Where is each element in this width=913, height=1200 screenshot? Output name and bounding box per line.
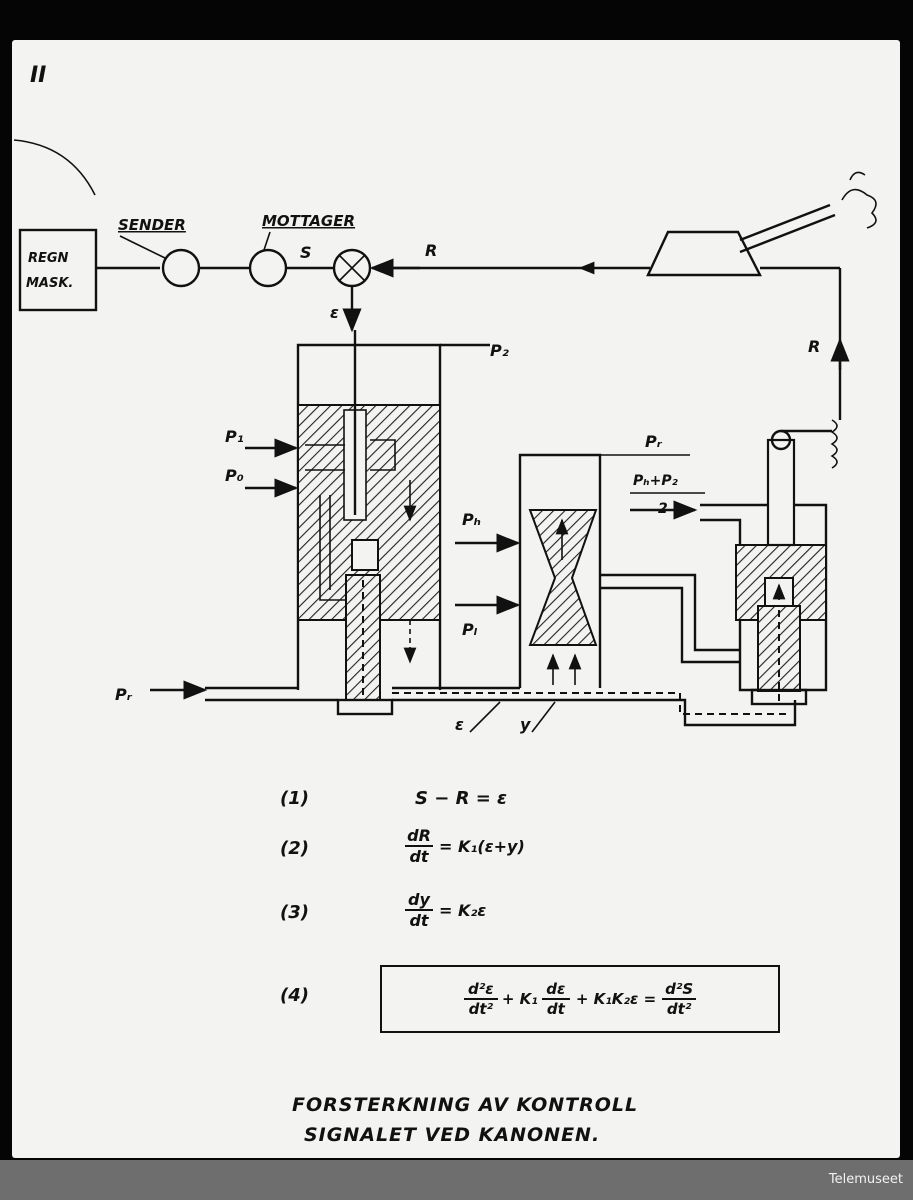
sender-leader [119, 235, 166, 259]
eq2-number: (2) [280, 838, 309, 859]
return-dash [392, 692, 790, 715]
computer-label-2: MASK. [26, 276, 73, 291]
sender-label: SENDER [118, 216, 186, 234]
muzzle-smoke [841, 171, 877, 229]
label-ph: Pₕ [462, 510, 481, 529]
receiver-circle [248, 248, 288, 288]
eq1-text: S − R = ε [415, 788, 508, 809]
piston-rod [766, 438, 796, 547]
caption: FORSTERKNING AV KONTROLL SIGNALET VED KA… [292, 1090, 792, 1150]
eq4-t3-den: dt² [666, 1000, 692, 1018]
bottom-bar [0, 1160, 913, 1200]
comparator-cross-2 [338, 254, 366, 282]
label-eps-bottom: ε [455, 715, 464, 734]
eq4-box: d²ε dt² + K₁ dε dt + K₁K₂ε = d²S dt² [380, 965, 780, 1033]
caption-line-2: SIGNALET VED KANONEN. [304, 1124, 601, 1146]
y-leader [531, 701, 556, 733]
eq2-frac-num: dR [407, 826, 431, 845]
eq4-plus2: + K₁K₂ε = [575, 990, 657, 1008]
receiver-label: MOTTAGER [262, 212, 355, 230]
gun-barrel [739, 203, 836, 254]
signal-r-right: R [808, 337, 820, 356]
caption-line-1: FORSTERKNING AV KONTROLL [292, 1094, 639, 1116]
supply-line [205, 686, 338, 702]
eq2-rest: = K₁(ε+y) [439, 836, 525, 856]
gun-turret [646, 230, 762, 277]
sender-circle [161, 248, 201, 288]
column-base [336, 698, 394, 716]
signal-s: S [300, 243, 312, 262]
computer-label-1: REGN [28, 251, 69, 266]
label-p0: P₀ [225, 466, 244, 485]
eq1-number: (1) [280, 788, 309, 809]
computer-box [18, 228, 98, 312]
receiver-leader [263, 231, 271, 251]
eq4-t1-den: dt² [468, 1000, 494, 1018]
eq4-t1-num: d²ε [468, 980, 494, 998]
label-pl: Pₗ [462, 620, 478, 639]
eq3-number: (3) [280, 902, 309, 923]
eq4-number: (4) [280, 985, 309, 1006]
valve-passages [305, 439, 396, 601]
eq3-rest: = K₂ε [439, 900, 487, 920]
pilot-port [351, 539, 379, 571]
cyl-base [750, 688, 808, 706]
eq4-plus1: + K₁ [501, 990, 538, 1008]
eq3-frac-num: dy [408, 890, 430, 909]
label-pr-left: Pᵣ [115, 685, 133, 704]
label-ph-pl-num: Pₕ+P₂ [633, 473, 679, 489]
pickoff-coil [830, 419, 838, 469]
eq3-frac-den: dt [409, 911, 429, 930]
mid-valve-housing [518, 453, 602, 688]
eq4-t2-num: dε [546, 980, 566, 998]
museum-credit: Telemuseet [828, 1172, 903, 1187]
mid-passage-1 [600, 573, 740, 664]
label-p1: P₁ [225, 427, 244, 446]
signal-epsilon: ε [330, 303, 339, 322]
eq4-t3-num: d²S [665, 980, 694, 998]
eq2-frac-den: dt [409, 847, 429, 866]
mid-valve-hourglass [528, 509, 598, 646]
corner-arc [13, 139, 96, 196]
label-y-bottom: y [520, 715, 531, 734]
eps-leader [469, 701, 501, 733]
label-pr-right: Pᵣ [645, 432, 663, 451]
label-p2: P₂ [490, 341, 509, 360]
corner-number: II [30, 63, 46, 88]
signal-r-top: R [425, 241, 437, 260]
eq4-t2-den: dt [546, 1000, 565, 1018]
equations-block: (1) S − R = ε (2) dR dt = K₁(ε+y) (3) dy… [270, 780, 830, 1050]
return-line [392, 686, 797, 727]
equation-1: (1) S − R = ε [280, 788, 507, 809]
